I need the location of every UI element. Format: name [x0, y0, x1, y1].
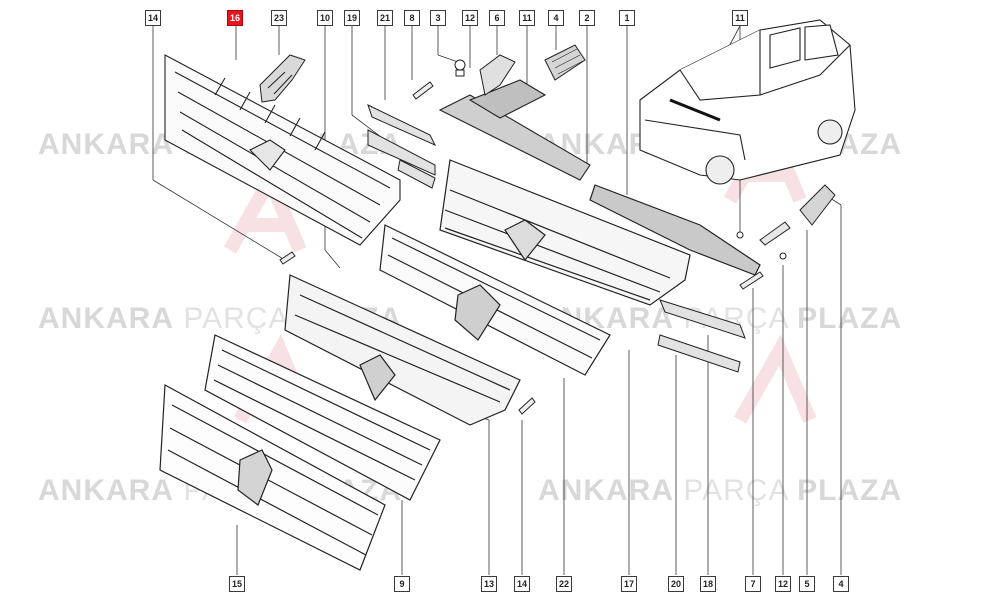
callout-20: 20 — [668, 576, 684, 592]
bracket-part-23 — [259, 54, 306, 103]
callout-5: 5 — [799, 576, 815, 592]
callout-12-top: 12 — [462, 10, 478, 26]
callout-17: 17 — [621, 576, 637, 592]
fasteners-right — [736, 221, 791, 290]
cross-member-part-2 — [438, 79, 591, 181]
support-part-13 — [284, 274, 521, 426]
callout-1: 1 — [619, 10, 635, 26]
callout-11-top-right: 11 — [732, 10, 748, 26]
callout-19: 19 — [344, 10, 360, 26]
grille-upper-rear — [164, 54, 401, 246]
strip-part-8 — [412, 81, 434, 100]
watermark-row-3-right: ANKARA PARÇA PLAZA — [538, 474, 903, 507]
grille-front-part-15 — [159, 384, 386, 571]
callout-22: 22 — [556, 576, 572, 592]
grille-main-part-1 — [439, 159, 761, 306]
vehicle-thumbnail — [639, 19, 856, 185]
callout-4-top: 4 — [548, 10, 564, 26]
callout-9: 9 — [394, 576, 410, 592]
callout-8: 8 — [404, 10, 420, 26]
vent-part-4 — [544, 44, 586, 81]
callout-2: 2 — [579, 10, 595, 26]
bracket-part-6 — [479, 54, 516, 96]
callout-21: 21 — [377, 10, 393, 26]
brackets-part-19-21 — [367, 104, 437, 189]
callout-15: 15 — [229, 576, 245, 592]
callout-23: 23 — [271, 10, 287, 26]
callout-14-bottom: 14 — [514, 576, 530, 592]
callout-6: 6 — [489, 10, 505, 26]
callout-7: 7 — [745, 576, 761, 592]
callout-3: 3 — [430, 10, 446, 26]
callout-18: 18 — [700, 576, 716, 592]
vent-part-5 — [799, 184, 836, 226]
grille-part-9 — [204, 334, 441, 501]
callout-11-top-left: 11 — [519, 10, 535, 26]
callout-13: 13 — [481, 576, 497, 592]
chrome-frame-part-22 — [379, 224, 611, 376]
callout-16-highlighted: 16 — [227, 10, 243, 26]
callout-4-bottom: 4 — [833, 576, 849, 592]
clip-part-3 — [454, 59, 466, 77]
callout-12-bottom: 12 — [775, 576, 791, 592]
brackets-part-18-20 — [657, 299, 746, 373]
callout-10: 10 — [317, 10, 333, 26]
callout-14-top: 14 — [145, 10, 161, 26]
strips-part-14 — [279, 251, 536, 415]
